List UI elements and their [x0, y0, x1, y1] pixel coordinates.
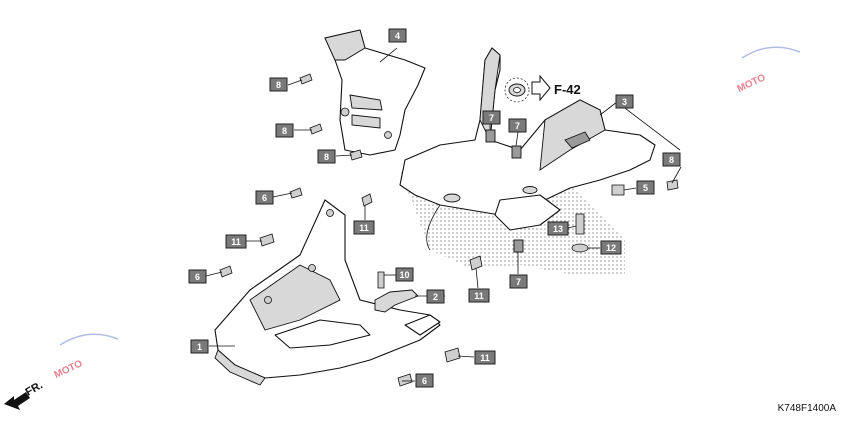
svg-text:3: 3 — [622, 97, 627, 107]
callout-7-b: 7 — [508, 118, 527, 133]
grommet — [504, 77, 530, 103]
callout-8-a: 8 — [269, 77, 288, 92]
svg-text:12: 12 — [606, 243, 616, 253]
diagram-code: K748F1400A — [778, 403, 837, 414]
reference-label: F-42 — [554, 82, 581, 97]
svg-text:7: 7 — [516, 277, 521, 287]
callout-10: 10 — [395, 267, 414, 282]
svg-text:10: 10 — [399, 270, 409, 280]
callout-7-c: 7 — [509, 274, 528, 289]
reference-arrow — [531, 74, 551, 102]
callout-4: 4 — [388, 28, 407, 43]
callout-1: 1 — [190, 339, 209, 354]
callout-11-c: 11 — [468, 288, 490, 303]
callout-3: 3 — [615, 94, 634, 109]
part-bracket — [374, 289, 419, 313]
svg-text:11: 11 — [474, 291, 484, 301]
svg-text:11: 11 — [231, 237, 241, 247]
svg-text:6: 6 — [262, 193, 267, 203]
watermark-text: MOTO — [53, 358, 85, 381]
callout-6-b: 6 — [188, 269, 207, 284]
front-direction-arrow: FR. — [4, 379, 45, 410]
svg-text:8: 8 — [282, 126, 287, 136]
watermark-text: MOTO — [736, 72, 768, 95]
svg-text:7: 7 — [489, 113, 494, 123]
callout-7-a: 7 — [482, 110, 501, 125]
watermark-left: MOTO — [53, 333, 119, 381]
svg-text:8: 8 — [324, 152, 329, 162]
callout-11-a: 11 — [353, 220, 375, 235]
callout-8-b: 8 — [275, 123, 294, 138]
callout-2: 2 — [426, 289, 445, 304]
svg-text:8: 8 — [669, 155, 674, 165]
callout-5: 5 — [636, 180, 655, 195]
svg-text:7: 7 — [515, 121, 520, 131]
callout-13: 13 — [547, 221, 569, 236]
svg-text:2: 2 — [433, 292, 438, 302]
direction-label: FR. — [24, 379, 45, 398]
svg-text:5: 5 — [643, 183, 648, 193]
clip-7-c — [513, 239, 524, 253]
callout-6-c: 6 — [415, 373, 434, 388]
callout-8-c: 8 — [317, 149, 336, 164]
callout-11-b: 11 — [225, 234, 247, 249]
clip-7-a — [485, 129, 496, 143]
clip-7-b — [511, 145, 522, 159]
svg-text:6: 6 — [422, 376, 427, 386]
part-upper-cover — [324, 29, 426, 156]
svg-text:11: 11 — [359, 223, 369, 233]
svg-text:11: 11 — [480, 353, 490, 363]
callout-11-d: 11 — [474, 350, 496, 365]
callout-8-d: 8 — [662, 152, 681, 167]
svg-text:8: 8 — [276, 80, 281, 90]
callout-12: 12 — [600, 240, 622, 255]
bolt-group — [219, 73, 679, 387]
callout-6-a: 6 — [255, 190, 274, 205]
svg-text:13: 13 — [553, 224, 563, 234]
svg-text:1: 1 — [197, 342, 202, 352]
watermark-top-right: MOTO — [736, 46, 801, 95]
svg-text:6: 6 — [195, 272, 200, 282]
part-lower-under-cover — [214, 199, 441, 386]
svg-text:4: 4 — [395, 31, 400, 41]
